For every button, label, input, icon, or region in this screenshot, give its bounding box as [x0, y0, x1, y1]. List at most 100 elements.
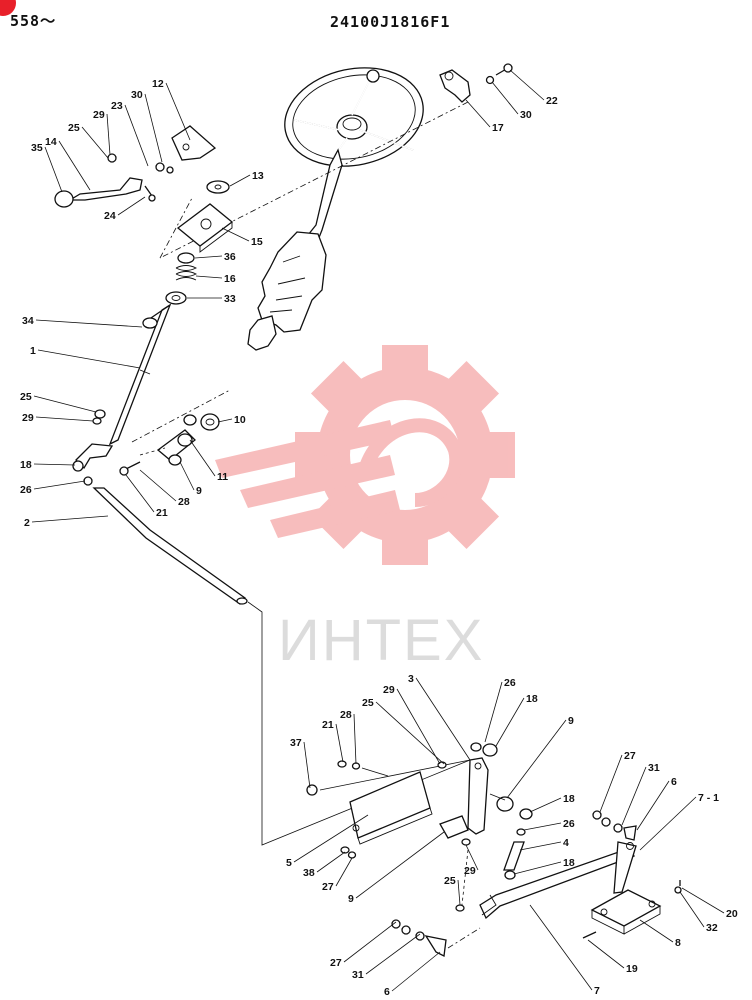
- callout-c31b: 31: [352, 969, 364, 981]
- leader-c14: [58, 140, 91, 191]
- part-code: 24100J1816F1: [330, 13, 451, 31]
- leader-c9c: [355, 831, 445, 899]
- callout-c37: 37: [290, 737, 302, 749]
- lever-bracket-12: [171, 125, 217, 161]
- leader-c17: [465, 99, 491, 128]
- callout-c26b: 26: [504, 677, 516, 689]
- callout-c28a: 28: [178, 496, 190, 508]
- callout-c71: 7 - 1: [698, 792, 719, 804]
- link-6-upper: [592, 810, 637, 841]
- leader-c71: [639, 796, 697, 851]
- callout-c18d: 18: [563, 857, 575, 869]
- callout-c27b: 27: [322, 881, 334, 893]
- leader-c23: [124, 104, 149, 167]
- callout-c14: 14: [45, 136, 57, 148]
- leader-c26c: [523, 822, 562, 831]
- leader-c36: [194, 255, 223, 259]
- callout-c25d: 25: [444, 875, 456, 887]
- callout-c11: 11: [217, 471, 228, 483]
- callout-c21b: 21: [322, 719, 334, 731]
- plate-5: [306, 759, 471, 845]
- callout-c30b: 30: [520, 109, 532, 121]
- callout-c20: 20: [726, 908, 738, 920]
- callout-c24: 24: [104, 210, 116, 222]
- leader-c37: [303, 741, 311, 789]
- leader-c6b: [391, 951, 441, 992]
- leader-c25d: [457, 879, 461, 906]
- callout-c27c: 27: [330, 957, 342, 969]
- callout-c31a: 31: [648, 762, 660, 774]
- callout-c21a: 21: [156, 507, 168, 519]
- leader-c28a: [139, 469, 177, 502]
- callout-c34: 34: [22, 315, 34, 327]
- callout-c23: 23: [111, 100, 123, 112]
- leader-c9a: [179, 461, 195, 491]
- link-6-lower: [391, 919, 481, 957]
- leader-c26a: [33, 480, 86, 490]
- turnbuckle-4: [455, 808, 533, 912]
- leader-c31b: [365, 933, 421, 975]
- corner-mark: [0, 0, 16, 16]
- callout-c1: 1: [30, 345, 36, 357]
- leader-c35: [44, 146, 63, 193]
- steering-column: [247, 148, 343, 351]
- callout-c22: 22: [546, 95, 558, 107]
- leader-c8: [639, 919, 674, 943]
- callout-c8: 8: [675, 937, 681, 949]
- leader-c24: [117, 196, 146, 216]
- leader-c25c: [375, 701, 445, 765]
- callout-c29c: 29: [383, 684, 395, 696]
- rod-1: [108, 303, 172, 446]
- leader-c29a: [106, 113, 111, 156]
- fasteners-lower: [337, 760, 361, 859]
- callout-c13: 13: [252, 170, 264, 182]
- watermark-text: ИНТЕХ: [278, 608, 484, 673]
- callout-c28b: 28: [340, 709, 352, 721]
- callout-c4: 4: [563, 837, 569, 849]
- callout-c19: 19: [626, 963, 638, 975]
- callout-c35: 35: [31, 142, 43, 154]
- lever-3: [437, 742, 514, 839]
- leader-c38: [316, 851, 346, 873]
- leader-c28b: [353, 713, 357, 765]
- callout-c26a: 26: [20, 484, 32, 496]
- callout-c29d: 29: [464, 865, 476, 877]
- callout-c9c: 9: [348, 893, 354, 905]
- leader-c3: [415, 677, 471, 761]
- callout-c3: 3: [408, 673, 414, 685]
- callout-c27a: 27: [624, 750, 636, 762]
- leader-c13: [229, 174, 251, 187]
- callout-c25c: 25: [362, 697, 374, 709]
- callout-c9b: 9: [568, 715, 574, 727]
- callout-c25b: 25: [20, 391, 32, 403]
- clamp-17: [439, 63, 513, 103]
- leader-c27b: [335, 857, 353, 887]
- callout-c18c: 18: [563, 793, 575, 805]
- spring-16: [165, 252, 198, 305]
- leader-c4: [519, 841, 562, 851]
- leader-c5: [293, 814, 369, 863]
- leader-c18b: [495, 697, 525, 747]
- callout-c6b: 6: [384, 986, 390, 998]
- steering-wheel: [284, 67, 424, 167]
- callout-c29b: 29: [22, 412, 34, 424]
- callout-c2: 2: [24, 517, 30, 529]
- callout-c6a: 6: [671, 776, 677, 788]
- leader-lines: [31, 69, 725, 992]
- leader-c9b: [506, 719, 567, 799]
- callout-c9a: 9: [196, 485, 202, 497]
- callout-c29a: 29: [93, 109, 105, 121]
- shaft-7: [479, 841, 637, 920]
- leader-c7: [529, 904, 593, 991]
- leader-c22: [509, 69, 545, 101]
- leader-c26b: [484, 681, 503, 743]
- bracket-8: [582, 880, 682, 939]
- callout-c15: 15: [251, 236, 263, 248]
- callout-c36: 36: [224, 251, 236, 263]
- callout-c7: 7: [594, 985, 600, 997]
- leader-c18a: [33, 463, 76, 466]
- plate-15: [176, 180, 234, 253]
- leader-c20: [681, 887, 725, 914]
